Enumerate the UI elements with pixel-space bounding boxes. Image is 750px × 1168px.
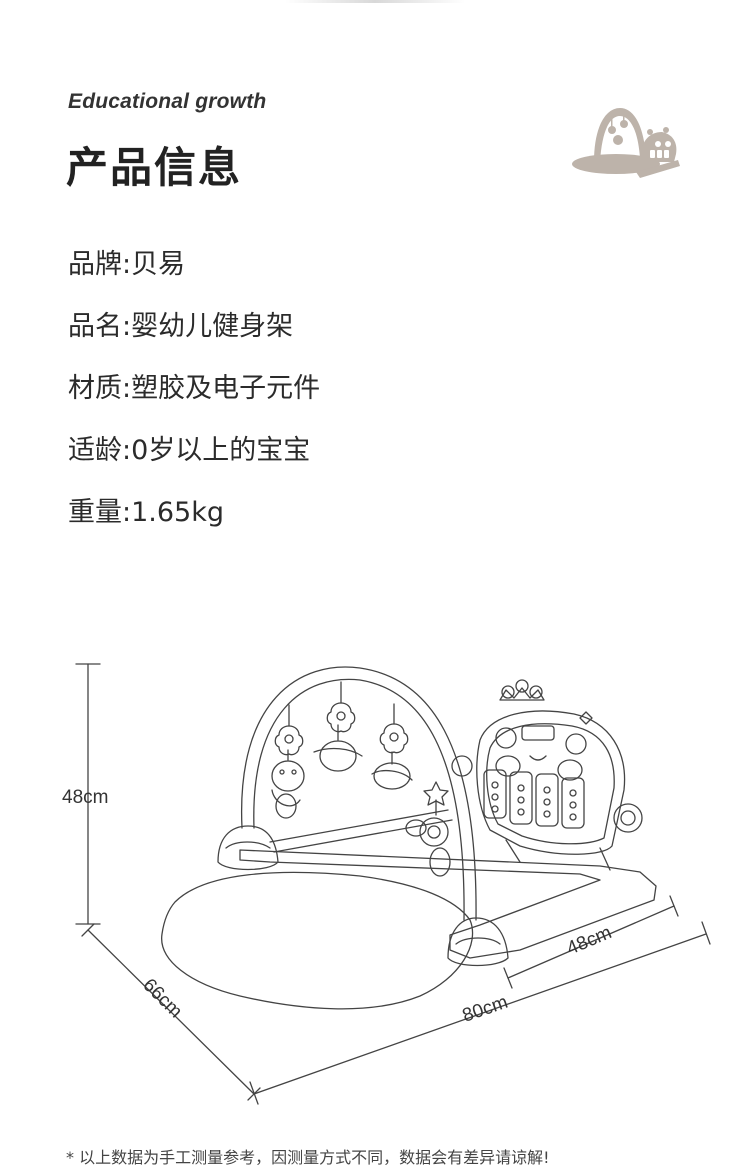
spec-separator: : <box>122 311 132 342</box>
section-subtitle: Educational growth <box>68 90 267 113</box>
toy-star <box>423 781 449 806</box>
toy-rattle <box>373 762 411 790</box>
spec-row-brand: 品牌:贝易 <box>68 242 320 304</box>
spec-row-material: 材质:塑胶及电子元件 <box>68 366 320 428</box>
length-label: 80cm <box>460 992 511 1027</box>
width-dimension-line <box>507 905 675 979</box>
spec-row-product-name: 品名:婴幼儿健身架 <box>68 304 320 366</box>
length-dimension-line <box>253 933 707 1095</box>
footnote: * 以上数据为手工测量参考，因测量方式不同，数据会有差异请谅解! <box>66 1148 550 1167</box>
spec-label: 适龄 <box>68 435 122 466</box>
piano-key-3 <box>535 773 559 827</box>
depth-dimension-line <box>87 929 255 1095</box>
height-label: 48cm <box>62 787 108 808</box>
spec-list: 品牌:贝易 品名:婴幼儿健身架 材质:塑胶及电子元件 适龄:0岁以上的宝宝 重量… <box>68 242 320 552</box>
toy-bird <box>271 760 305 792</box>
left-base <box>217 825 279 871</box>
base-rail <box>239 849 657 959</box>
top-divider <box>285 0 465 3</box>
arch <box>241 666 477 921</box>
piano-panel <box>476 710 626 855</box>
spec-value: 贝易 <box>131 249 186 280</box>
spec-value: 塑胶及电子元件 <box>131 373 321 404</box>
piano-key-2 <box>509 771 533 825</box>
product-line-drawing: 48cm 66cm 80cm 48cm <box>62 663 711 1105</box>
depth-label: 66cm <box>138 975 186 1023</box>
spec-label: 品名 <box>68 311 122 342</box>
spec-separator: : <box>122 435 132 466</box>
toy-bee <box>419 817 449 847</box>
page-title: 产品信息 <box>66 143 243 192</box>
spec-separator: : <box>122 497 132 528</box>
spec-label: 品牌 <box>68 249 122 280</box>
spec-value: 婴幼儿健身架 <box>131 311 294 342</box>
play-mat <box>161 871 474 1010</box>
right-base <box>447 917 509 967</box>
toy-planet <box>319 740 357 772</box>
toy-flower-center <box>326 702 356 733</box>
piano-key-4 <box>561 777 585 829</box>
toy-flower-left <box>274 725 304 756</box>
spec-value: 0岁以上的宝宝 <box>131 435 311 466</box>
spec-row-age: 适龄:0岁以上的宝宝 <box>68 428 320 490</box>
spec-value: 1.65kg <box>131 497 225 528</box>
baby-gym-icon <box>572 108 680 178</box>
spec-label: 材质 <box>68 373 122 404</box>
piano-key-1 <box>483 769 507 819</box>
spec-separator: : <box>122 249 132 280</box>
spec-label: 重量 <box>68 497 122 528</box>
width-label: 48cm <box>564 922 615 959</box>
spec-separator: : <box>122 373 132 404</box>
toy-flower-right <box>379 723 409 754</box>
spec-row-weight: 重量:1.65kg <box>68 490 320 552</box>
